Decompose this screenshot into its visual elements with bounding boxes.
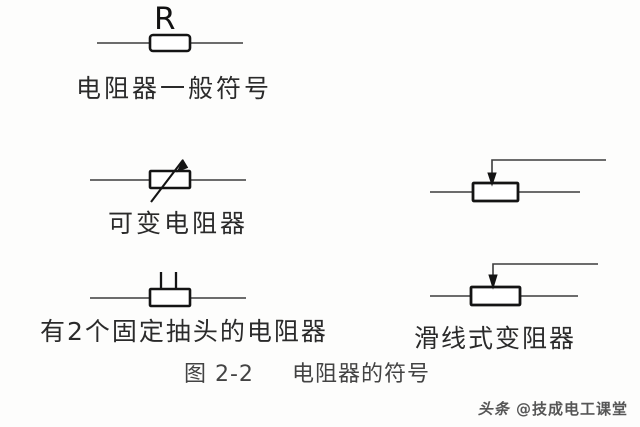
label-slide-wire-rheostat: 滑线式变阻器	[414, 324, 577, 353]
general-resistor-glyph	[97, 33, 243, 53]
tapped-resistor-glyph	[90, 272, 246, 308]
label-variable-resistor: 可变电阻器	[108, 209, 249, 238]
label-general-resistor: 电阻器一般符号	[76, 74, 273, 103]
caption-number: 图 2-2	[184, 362, 254, 387]
watermark: 头条 @技成电工课堂	[478, 398, 628, 419]
figure-caption: 图 2-2 电阻器的符号	[184, 364, 430, 386]
potentiometer-top-glyph	[430, 159, 606, 203]
watermark-account: @技成电工课堂	[515, 400, 628, 418]
label-tapped-resistor: 有2个固定抽头的电阻器	[40, 317, 328, 346]
watermark-source: 头条	[477, 400, 510, 418]
caption-title: 电阻器的符号	[291, 362, 430, 387]
slide-wire-rheostat-glyph	[430, 263, 598, 307]
variable-resistor-glyph	[90, 158, 246, 203]
resistor-designator-label: R	[154, 1, 176, 37]
